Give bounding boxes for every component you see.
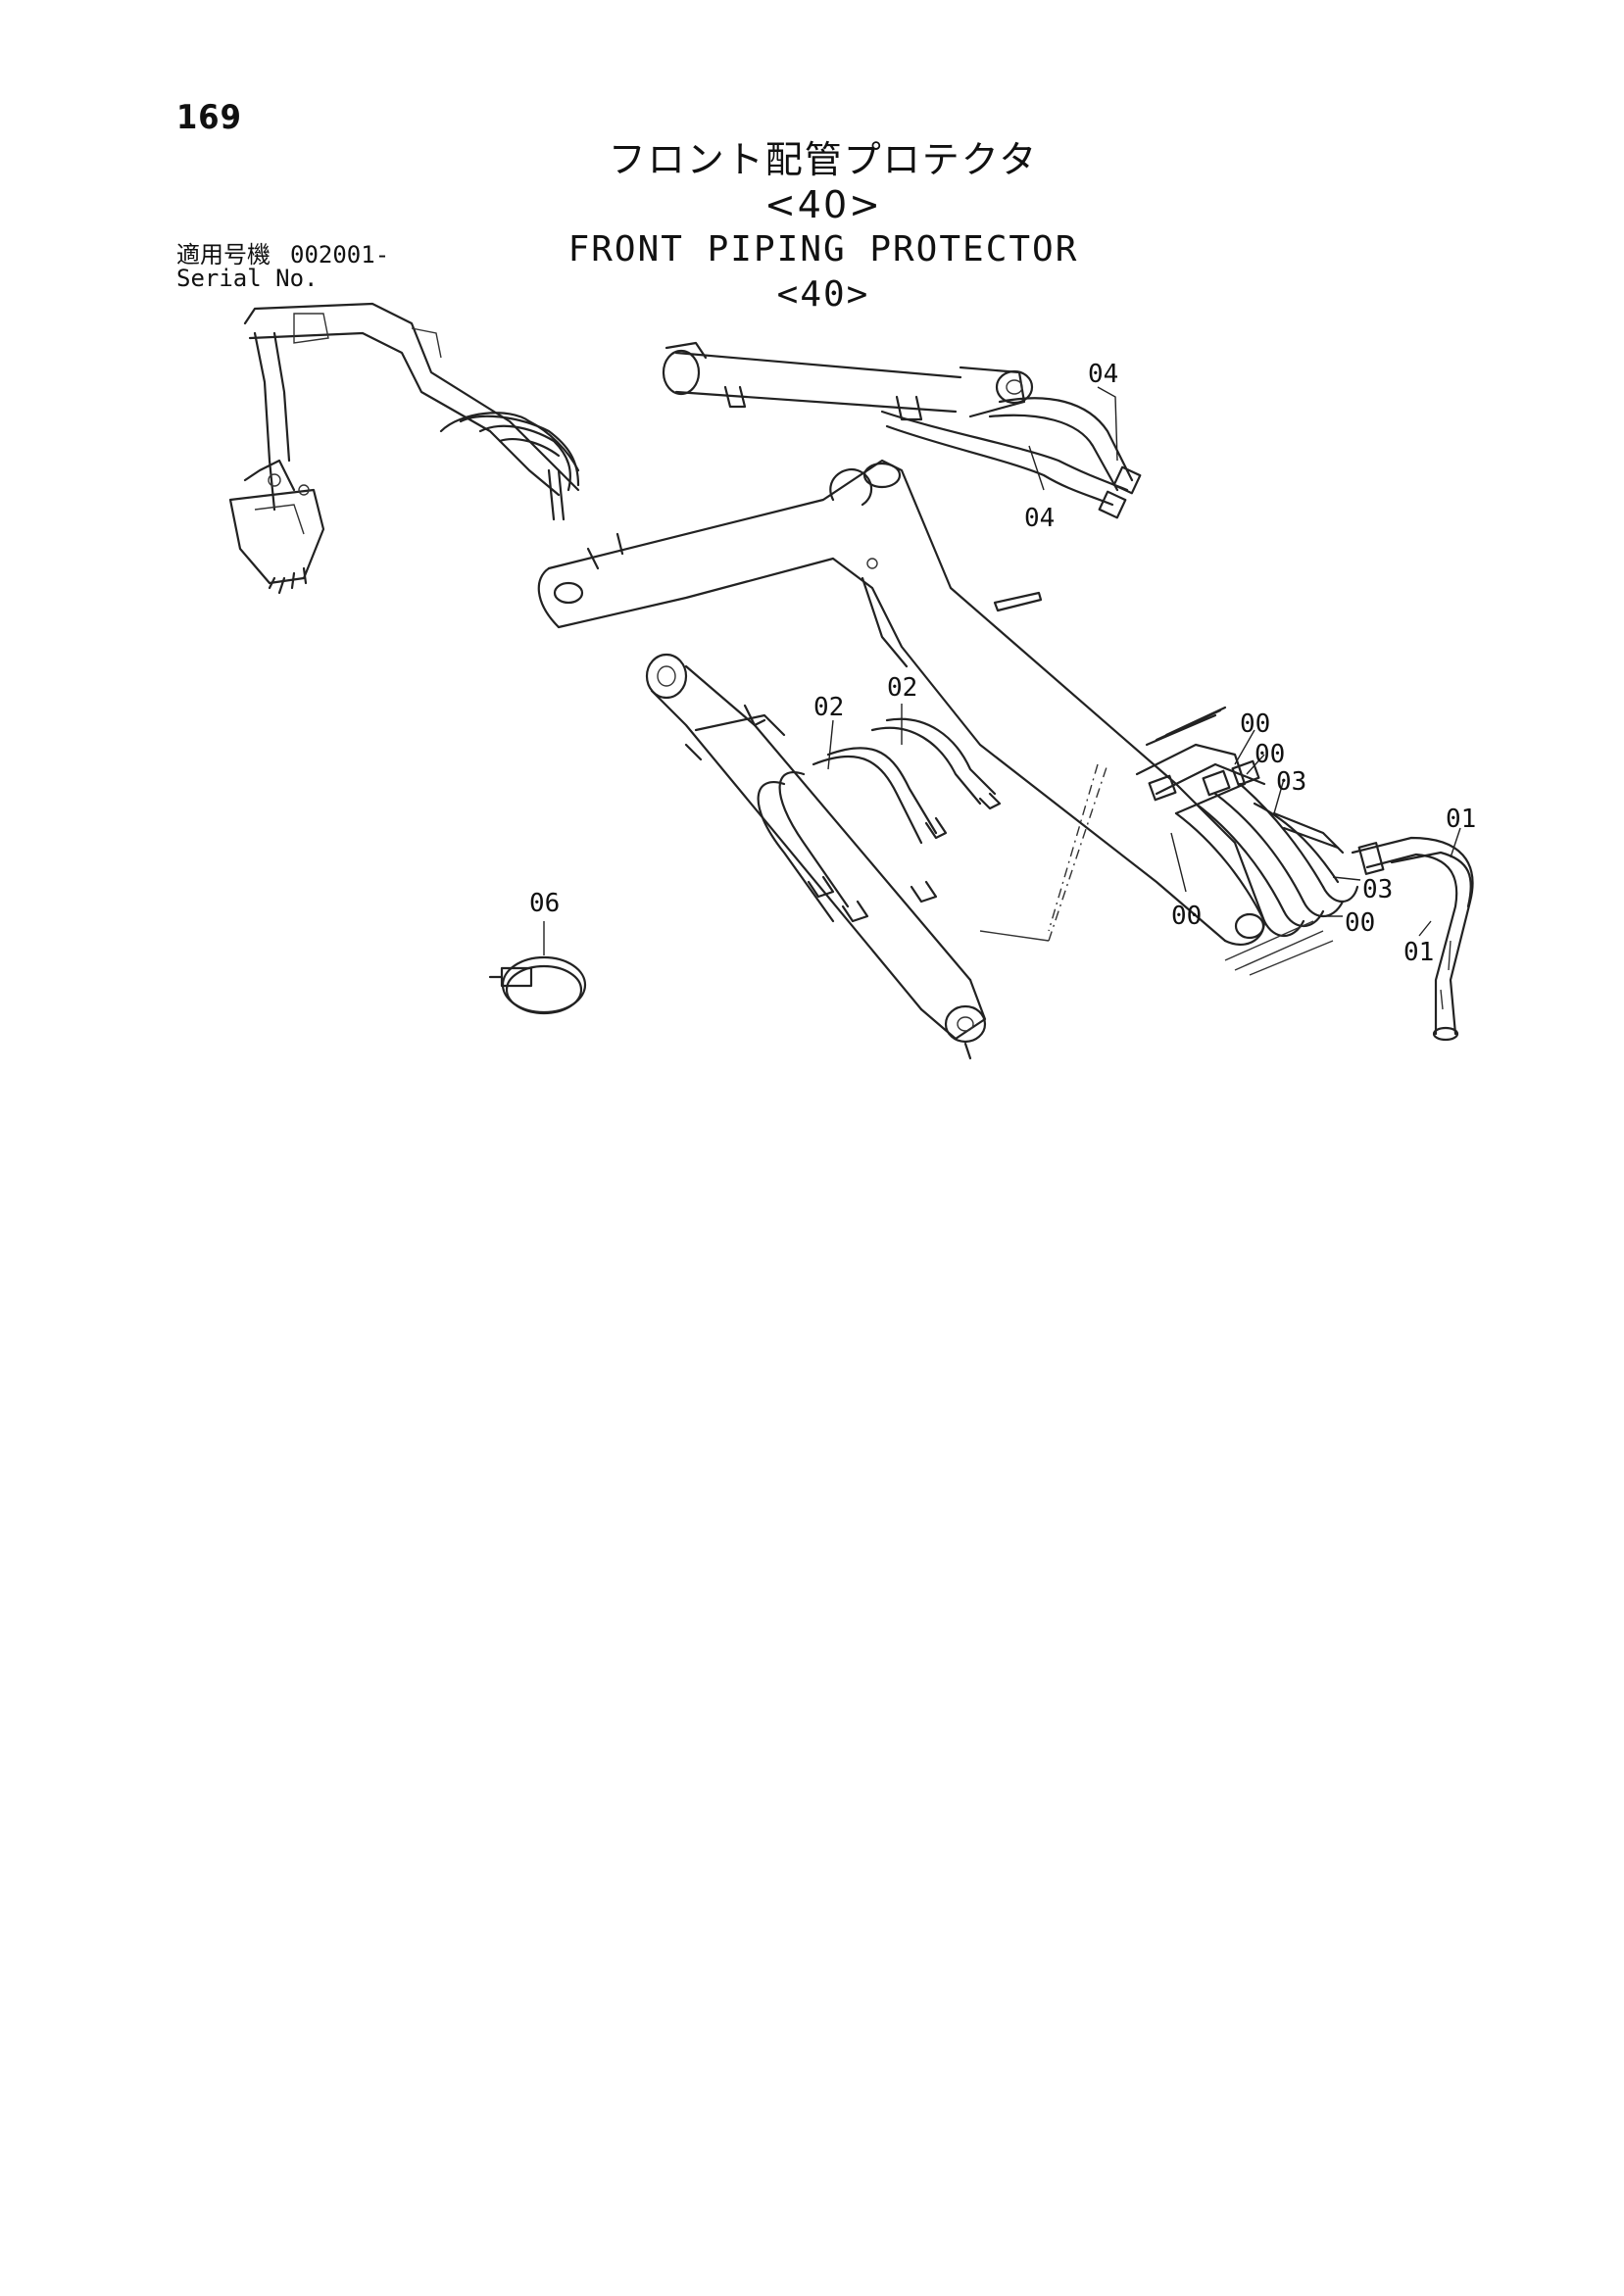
title-english: FRONT PIPING PROTECTOR <40>	[567, 229, 1079, 315]
overview-sketch	[228, 302, 580, 595]
callout-03-upper: 03	[1276, 767, 1306, 797]
serial-value: 002001-	[290, 241, 390, 269]
callout-04-upper: 04	[1088, 360, 1118, 389]
callout-00-lower-right: 00	[1345, 908, 1375, 938]
parts-diagram: 04 04 02 02 00 00 03 01 03 00 00 01 06	[228, 302, 1476, 1060]
serial-label-en: Serial No.	[176, 265, 319, 292]
title-japanese: フロント配管プロテクタ <40>	[608, 138, 1039, 226]
callout-labels: 04 04 02 02 00 00 03 01 03 00 00 01 06	[529, 360, 1476, 967]
boom-cylinder	[645, 653, 1108, 1060]
hose-bundle	[1135, 706, 1474, 1042]
arm-cylinder-top	[662, 341, 1142, 519]
serial-block: 適用号機 002001- Serial No.	[176, 243, 389, 290]
callout-01-lower: 01	[1403, 938, 1434, 967]
leader-lines	[543, 386, 1461, 955]
callout-04-lower: 04	[1024, 504, 1055, 533]
page-number: 169	[176, 98, 242, 137]
callout-00-top: 00	[1240, 709, 1270, 739]
clamp	[488, 955, 587, 1015]
callout-00-second: 00	[1255, 740, 1285, 769]
callout-03-lower: 03	[1362, 875, 1393, 904]
callout-06: 06	[529, 889, 560, 918]
title-block: フロント配管プロテクタ <40> FRONT PIPING PROTECTOR …	[549, 137, 1098, 318]
callout-01-upper: 01	[1446, 805, 1476, 834]
serial-label-ja: 適用号機	[176, 241, 271, 269]
callout-00-lower-left: 00	[1171, 902, 1202, 931]
callout-02-right: 02	[887, 673, 917, 703]
boom	[537, 459, 1266, 946]
callout-02-left: 02	[813, 693, 844, 722]
